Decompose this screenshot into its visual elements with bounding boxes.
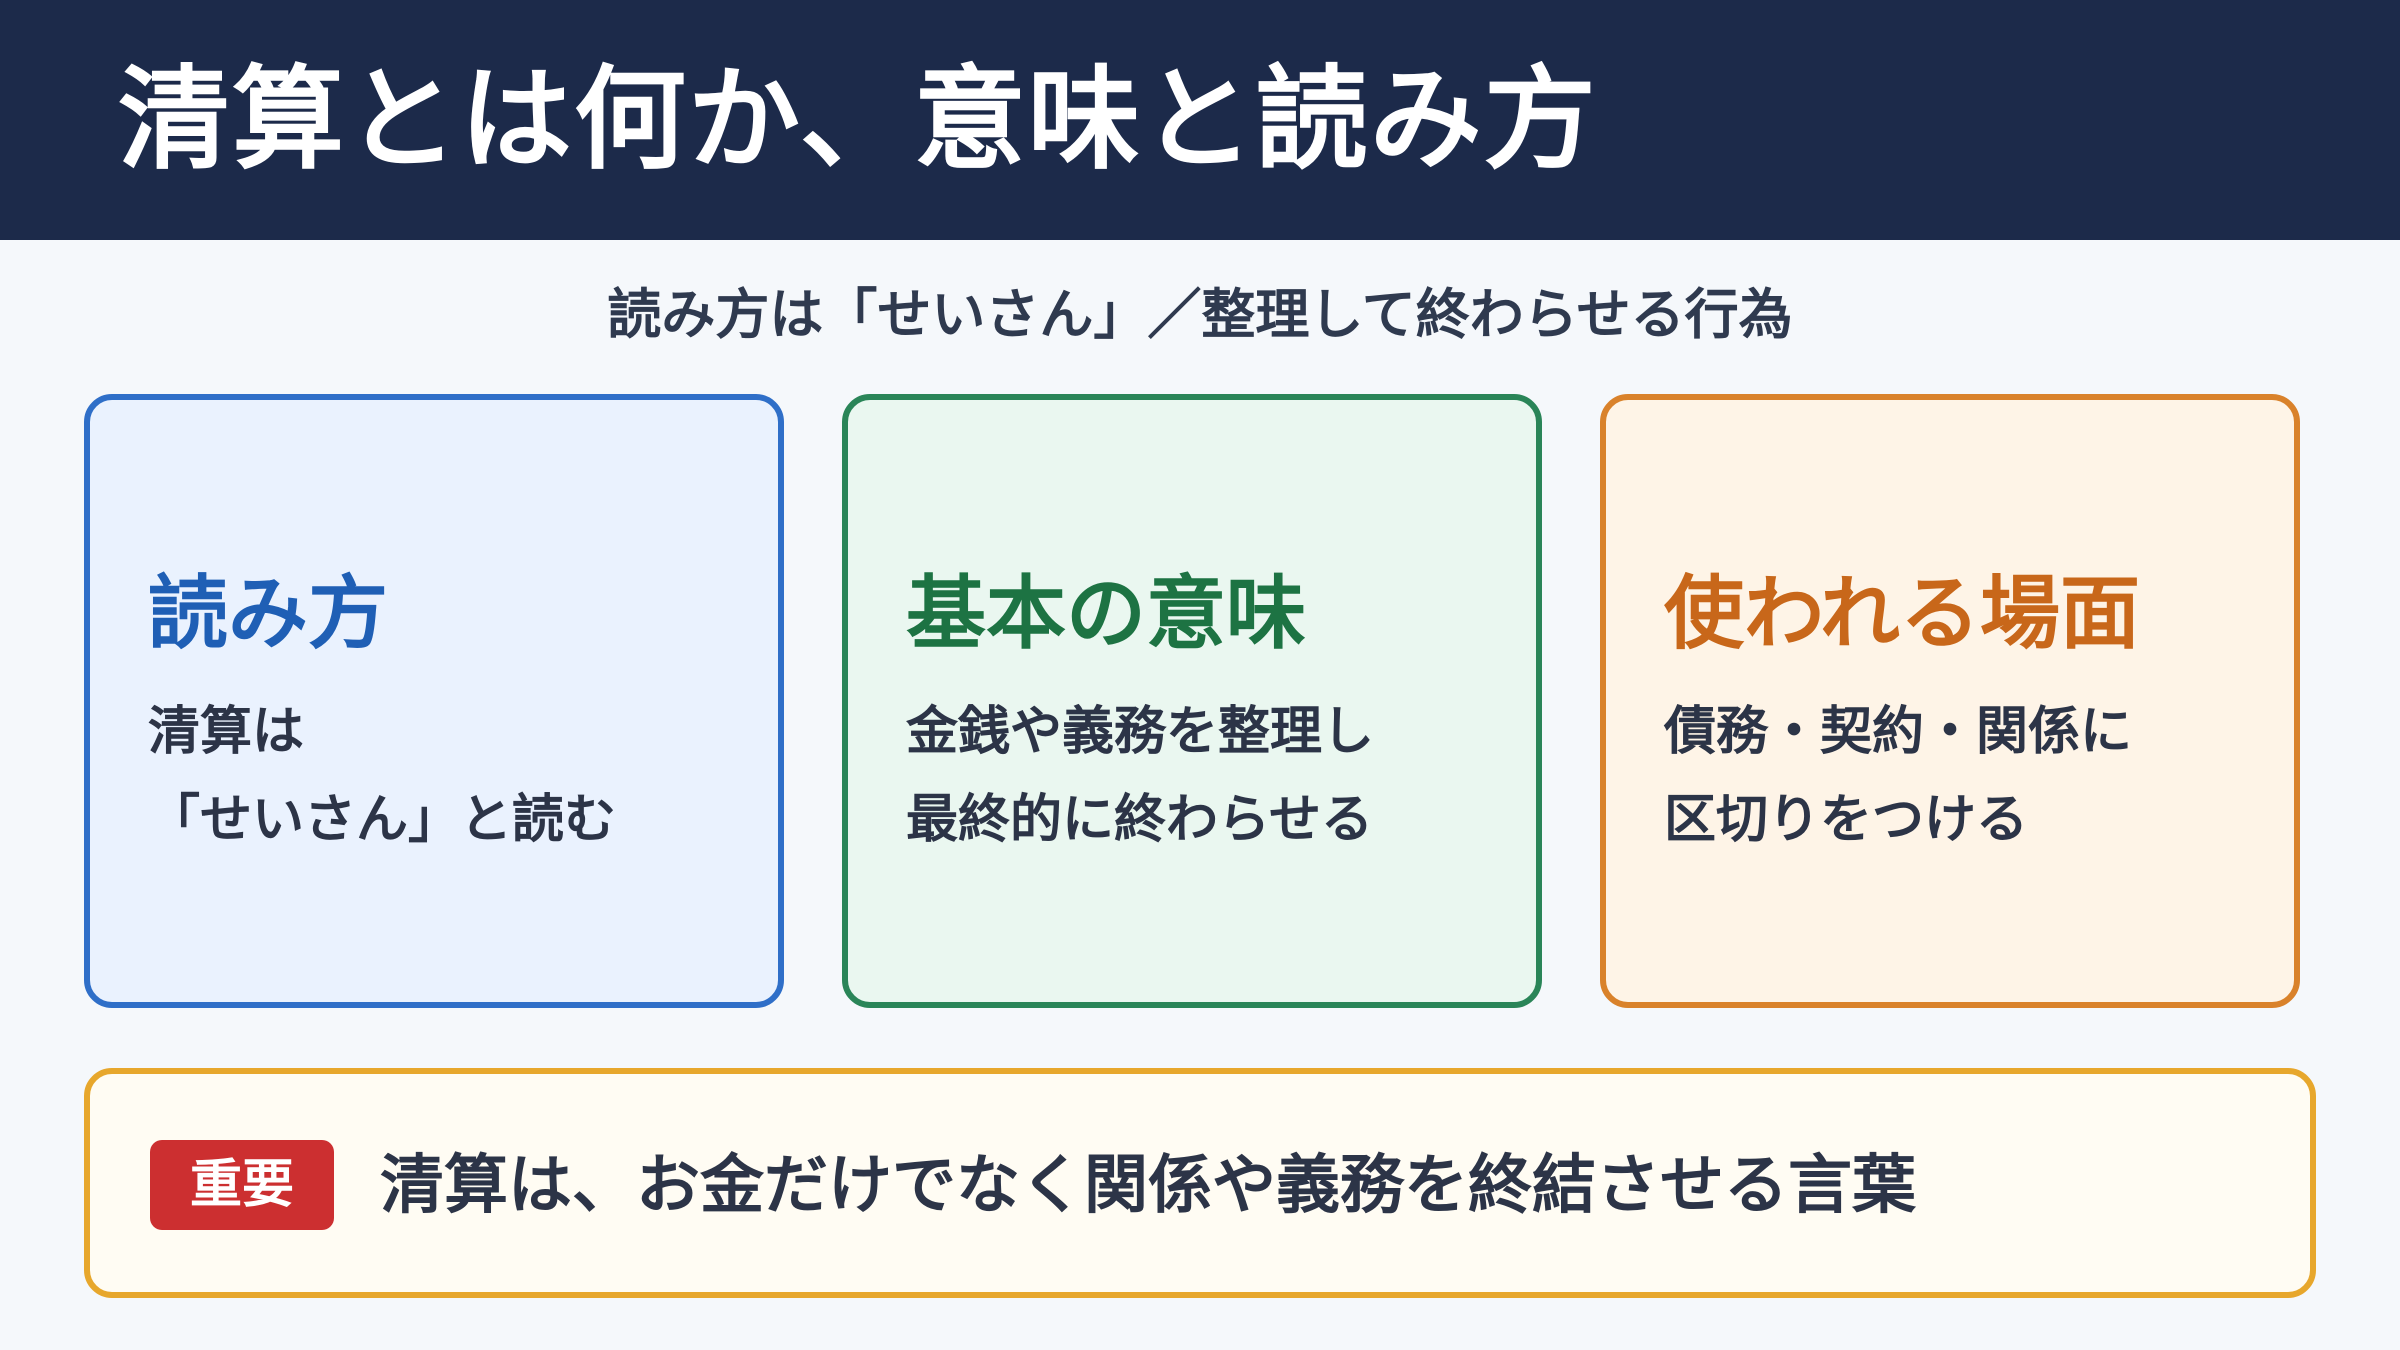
card-text-line: 金銭や義務を整理し	[906, 702, 1375, 762]
subtitle: 読み方は「せいさん」／整理して終わらせる行為	[607, 283, 1793, 346]
card-reading: 読み方 清算は 「せいさん」と読む	[84, 394, 784, 1008]
card-usage: 使われる場面 債務・契約・関係に 区切りをつける	[1600, 394, 2300, 1008]
card-title: 読み方	[148, 567, 388, 660]
page-title: 清算とは何か、意味と読み方	[118, 55, 1598, 185]
card-text-line: 「せいさん」と読む	[148, 790, 617, 850]
card-meaning: 基本の意味 金銭や義務を整理し 最終的に終わらせる	[842, 394, 1542, 1008]
header-bar: 清算とは何か、意味と読み方	[0, 0, 2400, 240]
card-text-line: 最終的に終わらせる	[906, 790, 1373, 850]
card-title: 使われる場面	[1664, 567, 2140, 660]
important-callout: 重要 清算は、お金だけでなく関係や義務を終結させる言葉	[84, 1068, 2316, 1298]
callout-text: 清算は、お金だけでなく関係や義務を終結させる言葉	[380, 1149, 1916, 1223]
important-badge: 重要	[150, 1140, 334, 1230]
card-text-line: 債務・契約・関係に	[1664, 702, 2133, 762]
card-title: 基本の意味	[906, 567, 1306, 660]
card-text-line: 清算は	[148, 702, 305, 762]
card-text-line: 区切りをつける	[1664, 790, 2029, 850]
